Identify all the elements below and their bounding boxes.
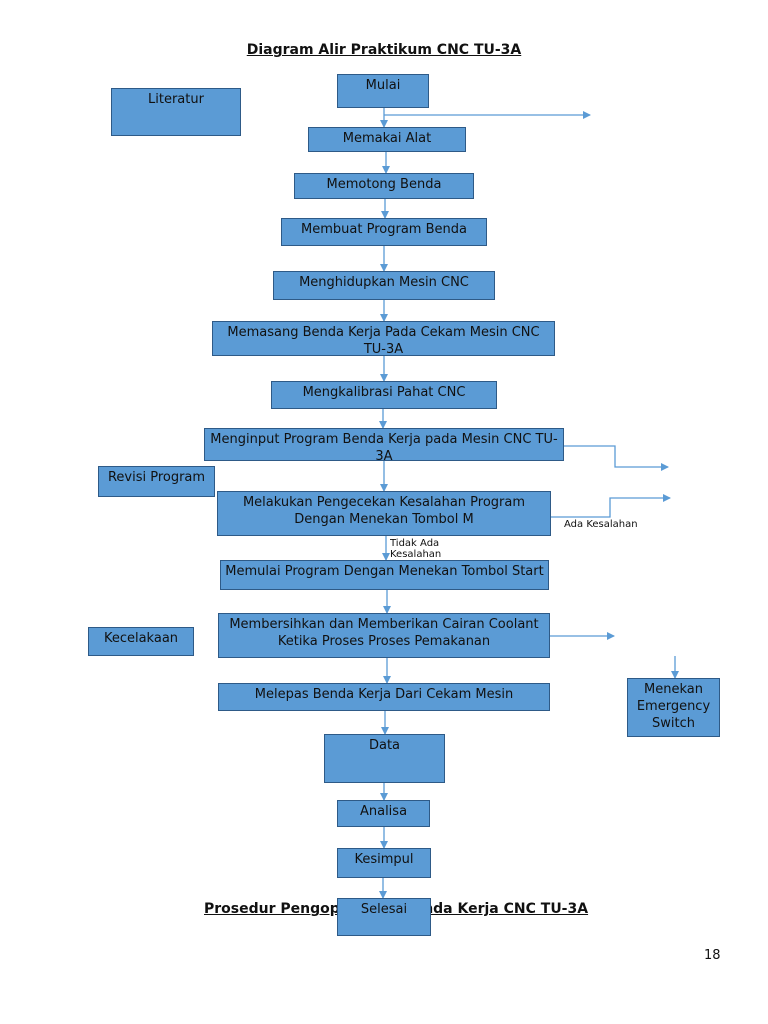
node-memulai-program: Memulai Program Dengan Menekan Tombol St… <box>220 560 549 590</box>
arrow-ada-kesalahan <box>550 494 671 518</box>
node-mengkalibrasi-pahat: Mengkalibrasi Pahat CNC <box>271 381 497 409</box>
node-data: Data <box>324 734 445 783</box>
node-literatur: Literatur <box>111 88 241 136</box>
node-melepas-benda-kerja: Melepas Benda Kerja Dari Cekam Mesin <box>218 683 550 711</box>
node-analisa: Analisa <box>337 800 430 827</box>
node-menghidupkan-mesin: Menghidupkan Mesin CNC <box>273 271 495 300</box>
node-kesimpul: Kesimpul <box>337 848 431 878</box>
node-kecelakaan: Kecelakaan <box>88 627 194 656</box>
label-tidak-ada-kesalahan: Tidak Ada Kesalahan <box>390 538 442 557</box>
node-memotong-benda: Memotong Benda <box>294 173 474 199</box>
node-pengecekan-kesalahan: Melakukan Pengecekan Kesalahan Program D… <box>217 491 551 536</box>
diagram-title: Diagram Alir Praktikum CNC TU-3A <box>246 42 522 58</box>
node-selesai: Selesai <box>337 898 431 936</box>
node-memasang-benda-kerja: Memasang Benda Kerja Pada Cekam Mesin CN… <box>212 321 555 356</box>
page-number: 18 <box>704 948 721 963</box>
node-revisi-program: Revisi Program <box>98 466 215 497</box>
node-membuat-program-benda: Membuat Program Benda <box>281 218 487 246</box>
node-membersihkan-coolant: Membersihkan dan Memberikan Cairan Coola… <box>218 613 550 658</box>
node-memakai-alat: Memakai Alat <box>308 127 466 152</box>
node-emergency-switch: Menekan Emergency Switch <box>627 678 720 737</box>
node-menginput-program: Menginput Program Benda Kerja pada Mesin… <box>204 428 564 461</box>
arrow-menginput-branch <box>564 445 669 471</box>
label-ada-kesalahan: Ada Kesalahan <box>564 519 638 530</box>
node-mulai: Mulai <box>337 74 429 108</box>
